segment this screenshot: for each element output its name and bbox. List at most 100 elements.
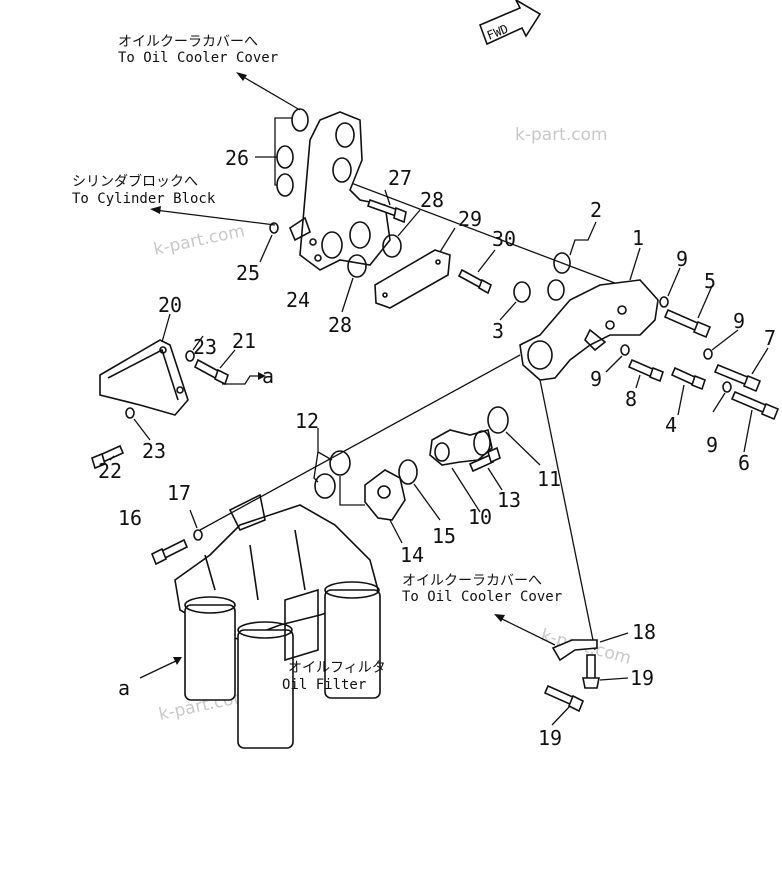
- bolt-13: [468, 446, 501, 473]
- leader-line: [712, 392, 726, 413]
- part-number-label: 22: [98, 459, 122, 483]
- adapter-1: [519, 279, 659, 381]
- part-number-label: 19: [630, 666, 654, 690]
- part-number-label: 8: [625, 387, 637, 411]
- part-number-label: 21: [232, 329, 256, 353]
- caption-oil-cooler-top-en: To Oil Cooler Cover: [118, 50, 278, 66]
- part-number-label: 13: [497, 488, 521, 512]
- housing-24: [289, 111, 391, 271]
- leader-line: [487, 467, 503, 491]
- o-ring: [547, 279, 565, 301]
- plate-29: [374, 249, 451, 309]
- part-number-label: 28: [420, 188, 444, 212]
- leader-line: [599, 677, 629, 681]
- o-ring-12: [314, 473, 336, 499]
- leader-line: [499, 301, 517, 321]
- leader-line: [384, 189, 391, 206]
- bolt-30: [457, 268, 492, 295]
- leader-line: [629, 247, 641, 281]
- assembly-line: [329, 174, 621, 286]
- arrowhead-icon: [173, 657, 182, 665]
- part-number-label: 29: [458, 207, 482, 231]
- leader-line: [743, 409, 753, 453]
- part-number-label: 4: [665, 413, 677, 437]
- leader-line: [339, 476, 365, 506]
- leader-line: [313, 451, 319, 483]
- arrowhead-icon: [150, 206, 161, 214]
- leader-line: [413, 483, 441, 521]
- caption-cylinder-block-jp: シリンダブロックへ: [72, 173, 198, 190]
- bracket-20: [99, 339, 189, 416]
- part-number-label: 2: [590, 198, 602, 222]
- o-ring-28: [382, 234, 402, 258]
- leader-line: [697, 285, 713, 319]
- bolt-19: [582, 654, 600, 689]
- elbow-10: [429, 429, 493, 466]
- part-number-label: 3: [492, 319, 504, 343]
- leader-line: [397, 209, 421, 237]
- part-number-label: 11: [537, 467, 561, 491]
- assembly-line: [199, 354, 521, 531]
- leader-line: [497, 616, 556, 646]
- leader-line: [317, 428, 333, 461]
- part-number-label: 28: [328, 313, 352, 337]
- o-ring-11: [487, 406, 509, 434]
- part-number-label: 30: [492, 227, 516, 251]
- part-number-label: 27: [388, 166, 412, 190]
- washer-17: [193, 529, 203, 541]
- bolt-8: [627, 358, 664, 383]
- part-number-label: 10: [468, 505, 492, 529]
- leader-line: [477, 249, 496, 273]
- washer-23: [125, 407, 135, 419]
- leader-line: [161, 313, 171, 343]
- ref-a: a: [118, 676, 130, 700]
- arrowhead-icon: [258, 372, 266, 380]
- bolt-27: [366, 198, 407, 224]
- leader-line: [751, 347, 769, 375]
- part-number-label: 1: [632, 226, 644, 250]
- arrowhead-icon: [494, 614, 505, 622]
- leader-line: [274, 157, 277, 186]
- watermark: k-part.com: [515, 125, 608, 145]
- leader-line: [189, 509, 198, 529]
- leader-line: [439, 227, 456, 253]
- part-number-labels: 1234567899991011121314151617181919202122…: [98, 146, 776, 750]
- fwd-arrow-icon: FWD: [478, 0, 542, 46]
- caption-oil-cooler-bottom-en: To Oil Cooler Cover: [402, 589, 562, 605]
- caption-oil-cooler-bottom-jp: オイルクーラカバーへ: [402, 573, 542, 589]
- leader-line: [139, 659, 179, 679]
- part-number-label: 15: [432, 524, 456, 548]
- leader-line: [505, 431, 541, 466]
- bolt-5: [663, 308, 712, 339]
- part-number-label: 9: [590, 367, 602, 391]
- leader-line: [667, 267, 681, 297]
- o-ring-28: [347, 254, 367, 278]
- leader-line: [341, 277, 354, 313]
- part-number-label: 16: [118, 506, 142, 530]
- leader-line: [389, 519, 403, 544]
- o-ring-2: [553, 252, 571, 274]
- caption-oil-filter-jp: オイルフィルタ: [288, 660, 386, 676]
- leader-line: [154, 209, 276, 226]
- part-number-label: 17: [167, 481, 191, 505]
- o-ring-26: [276, 145, 294, 169]
- leader-line: [599, 632, 629, 643]
- pin-25: [269, 222, 279, 234]
- part-number-label: 18: [632, 620, 656, 644]
- part-number-label: 20: [158, 293, 182, 317]
- part-number-label: 9: [733, 309, 745, 333]
- part-number-label: 23: [193, 335, 217, 359]
- leader-line: [222, 375, 258, 385]
- bolt-16: [150, 538, 189, 566]
- part-number-label: 19: [538, 726, 562, 750]
- part-number-label: 24: [286, 288, 310, 312]
- leader-line: [133, 418, 151, 441]
- o-ring-26: [291, 108, 309, 132]
- part-number-label: 9: [706, 433, 718, 457]
- bolt-4: [670, 366, 706, 391]
- assembly-line: [539, 379, 596, 651]
- caption-oil-cooler-top-jp: オイルクーラカバーへ: [118, 34, 258, 50]
- part-number-label: 26: [225, 146, 249, 170]
